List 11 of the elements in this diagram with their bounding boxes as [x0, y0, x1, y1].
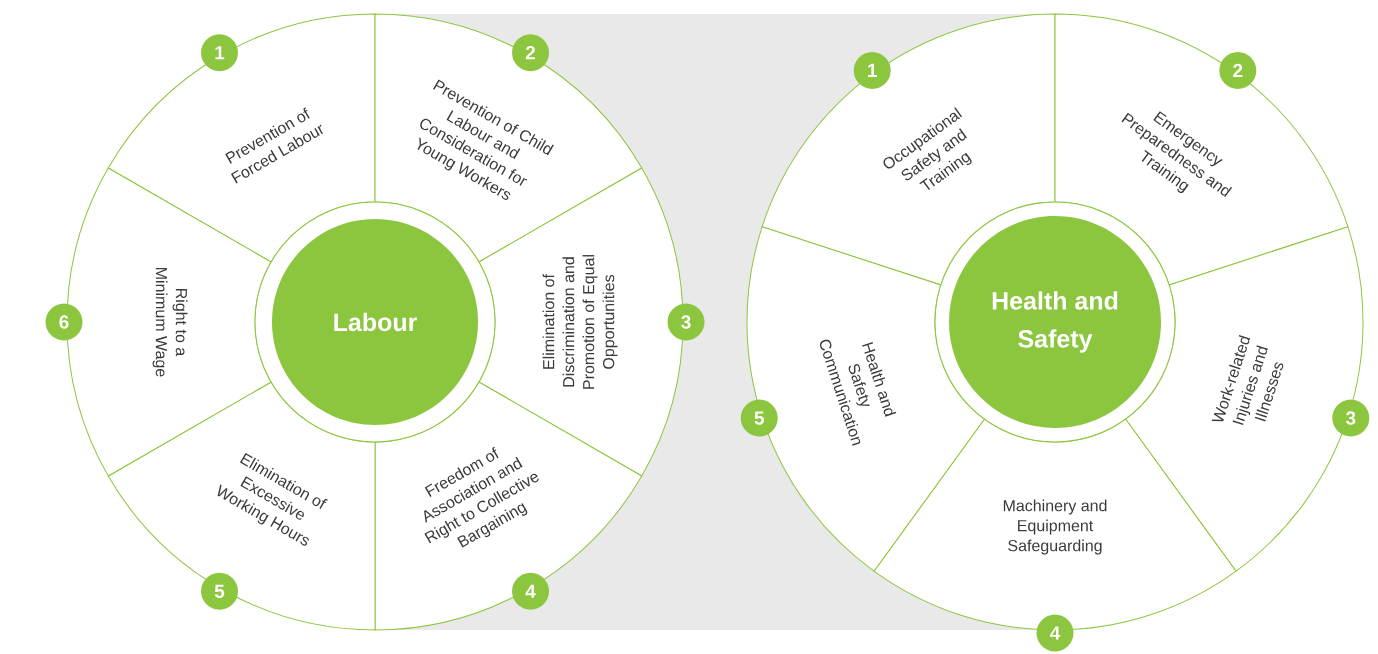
number-badge: 3: [1332, 399, 1370, 437]
number-badge: 2: [1219, 51, 1257, 89]
number-badge: 4: [512, 572, 549, 610]
number-badge: 1: [853, 51, 891, 89]
number-badge: 3: [667, 303, 705, 341]
number-badge: 4: [1036, 614, 1074, 652]
number-badge: 2: [512, 34, 549, 72]
number-badge: 5: [201, 572, 238, 610]
number-badge: 1: [201, 34, 238, 72]
number-badge: 5: [740, 399, 778, 437]
number-badge: 6: [45, 303, 83, 341]
